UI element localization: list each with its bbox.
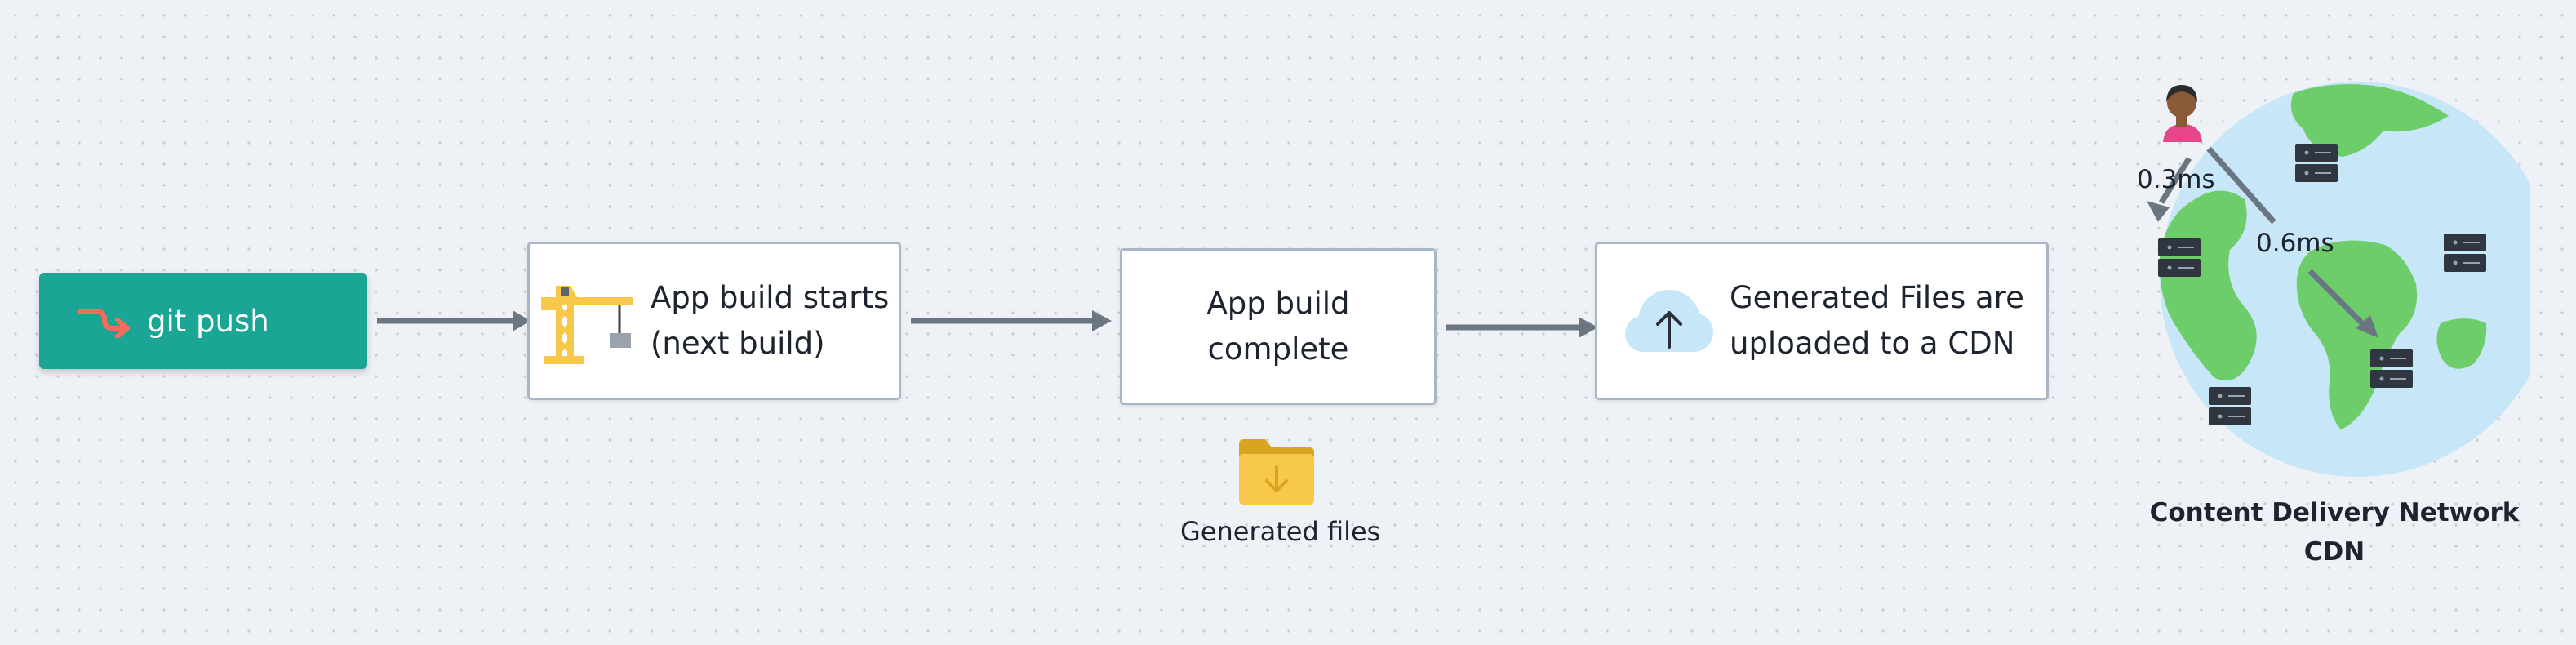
git-push-icon (78, 309, 130, 338)
user-icon (2163, 85, 2202, 142)
git-push-label: git push (147, 303, 269, 339)
latency-arrow-far (2206, 146, 2378, 338)
crane-icon (541, 286, 633, 364)
server-icon (2295, 144, 2338, 182)
cdn-title: Content Delivery Network (2149, 498, 2520, 527)
server-icon (2158, 238, 2201, 277)
latency-arrow-near (2147, 157, 2192, 222)
server-icon (2444, 234, 2486, 272)
server-icon (2209, 387, 2251, 425)
generated-files-label: Generated files (1180, 516, 1381, 547)
upload-label: Generated Files are uploaded to a CDN (1730, 280, 2024, 361)
latency-near-label: 0.3ms (2137, 165, 2215, 194)
upload-node: Generated Files are uploaded to a CDN (1595, 242, 2049, 400)
cdn-subtitle: CDN (2303, 537, 2365, 567)
arrow-complete-to-upload (1446, 317, 1598, 338)
download-folder-icon (1239, 439, 1314, 505)
server-icon (2370, 349, 2413, 388)
cdn-globe (2122, 78, 2555, 490)
git-push-node: git push (39, 273, 367, 369)
latency-far-label: 0.6ms (2256, 229, 2334, 258)
cdn-caption: Content Delivery Network CDN (2090, 493, 2576, 572)
arrow-git-to-build (377, 310, 531, 331)
build-start-node: App build starts (next build) (527, 242, 901, 400)
build-start-label: App build starts (next build) (651, 280, 890, 361)
generated-files-folder (1237, 438, 1316, 509)
build-complete-node: App build complete (1120, 248, 1437, 405)
build-complete-label: App build complete (1206, 286, 1350, 367)
cloud-upload-icon (1625, 290, 1713, 352)
arrow-build-to-complete (911, 310, 1112, 331)
